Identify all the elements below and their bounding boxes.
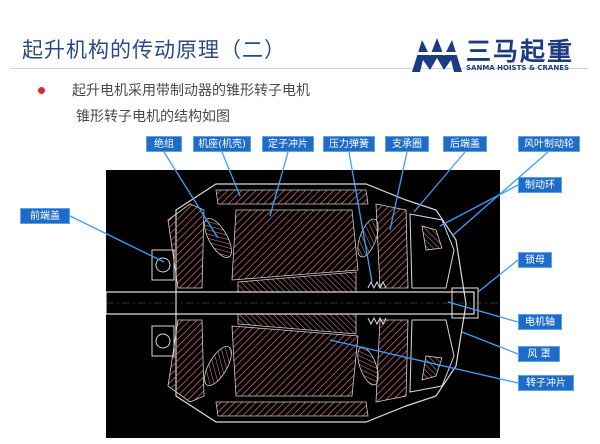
label-brake-ring: 制动环 [518, 177, 562, 193]
brand-name-en: SANMA HOISTS & CRANES [466, 64, 570, 72]
label-rear-cover: 后端盖 [443, 136, 487, 152]
label-insulation: 绝组 [146, 136, 182, 152]
bullet-dot [38, 87, 45, 94]
label-support-ring: 支承圈 [385, 136, 429, 152]
label-motor-shaft: 电机轴 [518, 314, 562, 330]
slide-title: 起升机构的传动原理（二） [22, 38, 286, 62]
sub-text: 锥形转子电机的结构如图 [76, 109, 230, 125]
brand-name-cn: 三马起重 [466, 37, 575, 66]
label-lock-nut: 锁母 [518, 252, 552, 268]
motor-drawing [105, 170, 500, 438]
label-frame: 机座(机壳) [193, 136, 251, 152]
bullet-text: 起升电机采用带制动器的锥形转子电机 [72, 83, 310, 99]
motor-section-drawing [105, 183, 500, 423]
label-front-cover: 前端盖 [20, 208, 70, 224]
title-underline [10, 68, 588, 69]
brand-logo: 三马起重 SANMA HOISTS & CRANES [410, 34, 590, 76]
label-spring: 压力弹簧 [323, 136, 375, 152]
label-brake-fan: 风叶制动轮 [518, 136, 580, 152]
label-rotor: 转子冲片 [518, 375, 574, 391]
label-stator: 定子冲片 [262, 136, 314, 152]
sanma-logo-icon [410, 38, 464, 72]
label-fan-cover: 风 罩 [518, 346, 560, 362]
